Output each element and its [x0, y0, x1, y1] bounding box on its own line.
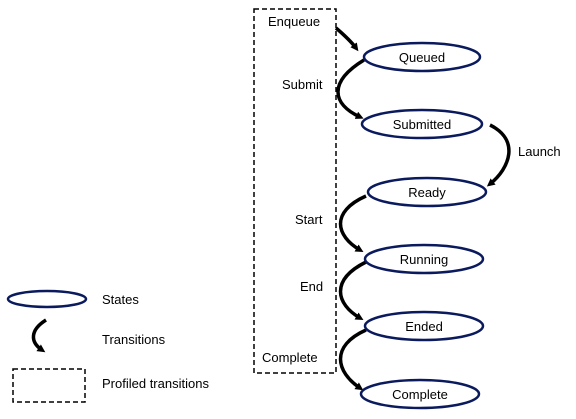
transition-label-complete: Complete — [262, 350, 318, 365]
arrow-submit — [336, 58, 365, 119]
state-ready-ellipse — [366, 176, 488, 208]
arrow-end — [338, 260, 367, 321]
transition-label-end: End — [300, 279, 323, 294]
transition-label-enqueue: Enqueue — [268, 14, 320, 29]
legend-transition-icon — [31, 318, 47, 353]
state-ended-ellipse — [363, 310, 485, 342]
arrow-enqueue — [334, 26, 359, 52]
state-submitted: Submitted — [360, 108, 484, 140]
legend-profiled-label: Profiled transitions — [102, 376, 209, 391]
state-submitted-label: Submitted — [393, 117, 452, 132]
arrow-complete — [338, 328, 367, 391]
legend-state-icon — [6, 289, 88, 309]
transition-label-launch: Launch — [518, 144, 561, 159]
state-running-label: Running — [400, 252, 448, 267]
legend: States Transitions Profiled transitions — [6, 289, 209, 403]
arrow-launch — [486, 123, 511, 187]
state-ended-label: Ended — [405, 319, 443, 334]
legend-transitions-label: Transitions — [102, 332, 166, 347]
arrow-start — [338, 194, 367, 253]
state-queued-ellipse — [362, 41, 482, 73]
state-submitted-ellipse — [360, 108, 484, 140]
state-ready-label: Ready — [408, 185, 446, 200]
transition-label-start: Start — [295, 212, 323, 227]
state-running: Running — [363, 243, 485, 275]
transition-arrows — [334, 26, 511, 391]
state-complete: Complete — [359, 378, 481, 410]
legend-states-label: States — [102, 292, 139, 307]
profiled-transitions-box — [253, 8, 337, 374]
transition-label-submit: Submit — [282, 77, 323, 92]
state-ready: Ready — [366, 176, 488, 208]
state-complete-label: Complete — [392, 387, 448, 402]
state-queued: Queued — [362, 41, 482, 73]
state-complete-ellipse — [359, 378, 481, 410]
state-running-ellipse — [363, 243, 485, 275]
legend-profiled-icon — [12, 368, 86, 403]
state-ended: Ended — [363, 310, 485, 342]
state-queued-label: Queued — [399, 50, 445, 65]
